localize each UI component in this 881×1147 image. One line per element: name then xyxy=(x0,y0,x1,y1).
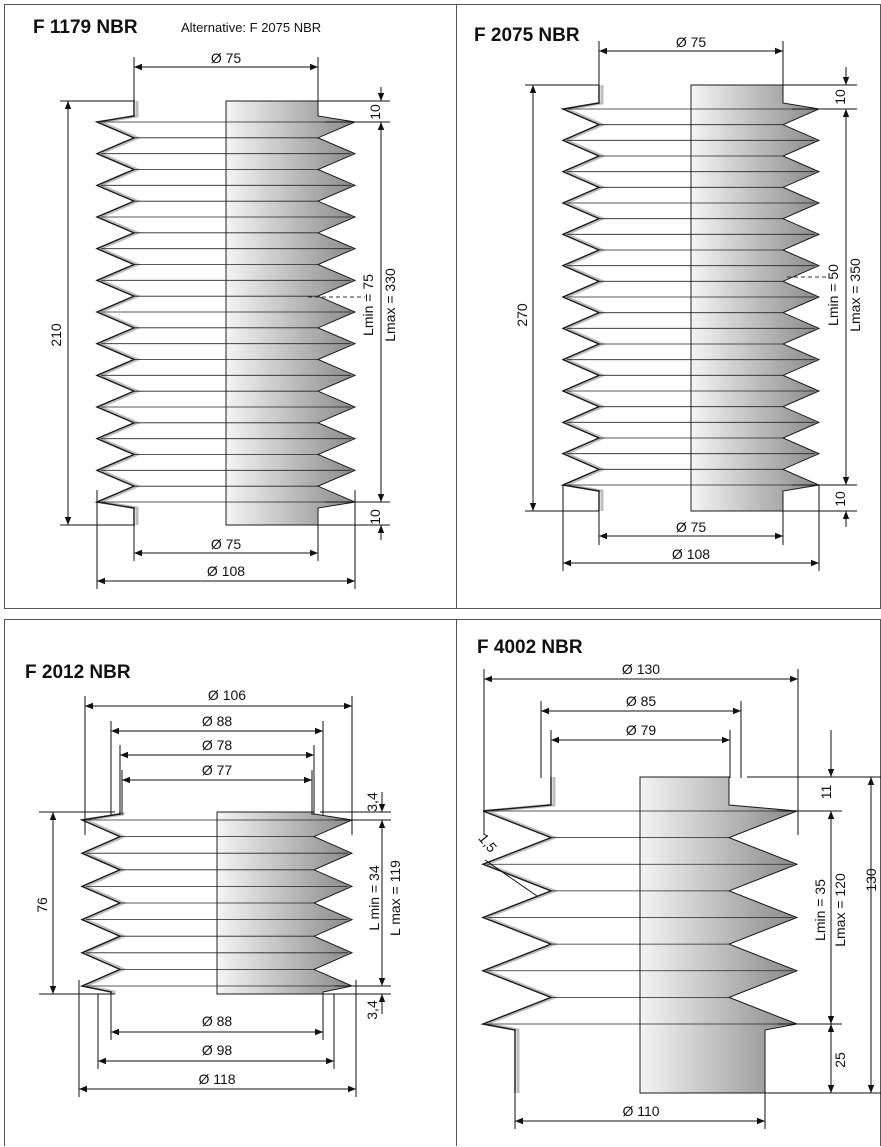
bellows-wall-left xyxy=(94,101,141,525)
dim-lmax: Lmax = 120 xyxy=(832,873,848,947)
panel-title: F 2012 NBR xyxy=(25,662,131,683)
bellows-drawing: Ø 106 Ø 88 Ø 78 Ø 77 76 Ø 88 Ø 98 Ø 118 … xyxy=(34,687,403,1097)
panel-title: F 2075 NBR xyxy=(474,25,580,46)
dim-top-diameter: Ø 75 xyxy=(211,50,242,66)
dim-height: 76 xyxy=(34,897,50,913)
bellows-wall-left xyxy=(480,777,559,1093)
dim-flange-top: 3,4 xyxy=(364,792,380,812)
dim-bottom: Ø 110 xyxy=(622,1103,659,1119)
bellows-wall-left xyxy=(560,85,606,511)
dim-lmin: L min = 34 xyxy=(366,865,382,930)
dim-d1: Ø 130 xyxy=(622,661,660,677)
dim-b2: Ø 98 xyxy=(202,1042,233,1058)
dim-bottom-inner: Ø 75 xyxy=(676,519,707,535)
bellows-body xyxy=(94,100,365,526)
dim-lmax: Lmax = 350 xyxy=(847,258,863,332)
bellows-outline-left xyxy=(79,812,122,994)
dim-d1: Ø 106 xyxy=(208,687,246,703)
dim-d3: Ø 79 xyxy=(626,722,657,738)
dim-top-diameter: Ø 75 xyxy=(676,34,707,50)
dim-lmax: Lmax = 330 xyxy=(382,268,398,342)
dim-lmax: L max = 119 xyxy=(387,860,403,936)
dim-flange-top: 11 xyxy=(818,785,834,800)
bellows-outline-left xyxy=(94,101,136,525)
dim-flange-top: 10 xyxy=(832,89,848,105)
dim-d2: Ø 85 xyxy=(626,693,657,709)
bellows-drawing: Ø 75 270 Ø 75 Ø 108 10 10 Lmin = 50 Lmax… xyxy=(514,34,863,571)
alternative-note: Alternative: F 2075 NBR xyxy=(181,20,322,35)
dim-lmin: Lmin = 35 xyxy=(812,879,828,941)
bellows-wall-left xyxy=(79,812,127,994)
dim-flange-bottom: 10 xyxy=(367,509,383,525)
bellows-shaded-half xyxy=(225,100,357,526)
panel-title: F 1179 NBR xyxy=(33,17,138,38)
dim-height: 210 xyxy=(48,323,64,347)
dim-height: 130 xyxy=(863,868,879,892)
bellows-outline-left xyxy=(560,85,601,511)
bellows-shaded-half xyxy=(690,84,821,512)
dim-flange-bottom: 10 xyxy=(832,491,848,507)
bellows-drawing: Ø 75 210 Ø 75 Ø 108 10 10 Lmin = 75 Lmax… xyxy=(48,50,398,589)
dim-b1: Ø 88 xyxy=(202,1013,233,1029)
dim-b3: Ø 118 xyxy=(198,1071,235,1087)
dim-bottom-outer: Ø 108 xyxy=(207,563,245,579)
dim-bottom-inner: Ø 75 xyxy=(211,536,242,552)
panel-f2075: F 2075 NBR Ø 75 270 Ø 7 xyxy=(456,4,881,609)
dim-d3: Ø 78 xyxy=(202,737,233,753)
panel-f2012: F 2012 NBR xyxy=(4,619,456,1146)
panel-f1179: F 1179 NBR Alternative: F 2075 NBR xyxy=(4,4,456,609)
dim-flange-top: 10 xyxy=(367,104,383,120)
bellows-shaded-half xyxy=(639,776,799,1094)
panel-title: F 4002 NBR xyxy=(477,637,583,658)
panel-f4002: F 4002 NBR Ø 130 xyxy=(456,619,881,1146)
dim-flange-bottom: 3,4 xyxy=(364,1000,380,1020)
dim-lmin: Lmin = 75 xyxy=(360,274,376,336)
dim-d4: Ø 77 xyxy=(202,762,233,778)
dim-height: 270 xyxy=(514,303,530,327)
dim-lmin: Lmin = 50 xyxy=(825,264,841,326)
dim-d2: Ø 88 xyxy=(202,713,233,729)
bellows-drawing: Ø 130 Ø 85 Ø 79 Ø 110 1,5 11 25 Lmin = 3… xyxy=(475,661,881,1129)
bellows-outline-left xyxy=(480,777,553,1093)
dim-flange-bottom: 25 xyxy=(832,1052,848,1068)
dim-wall-thickness: 1,5 xyxy=(475,830,500,855)
dim-bottom-outer: Ø 108 xyxy=(672,546,710,562)
